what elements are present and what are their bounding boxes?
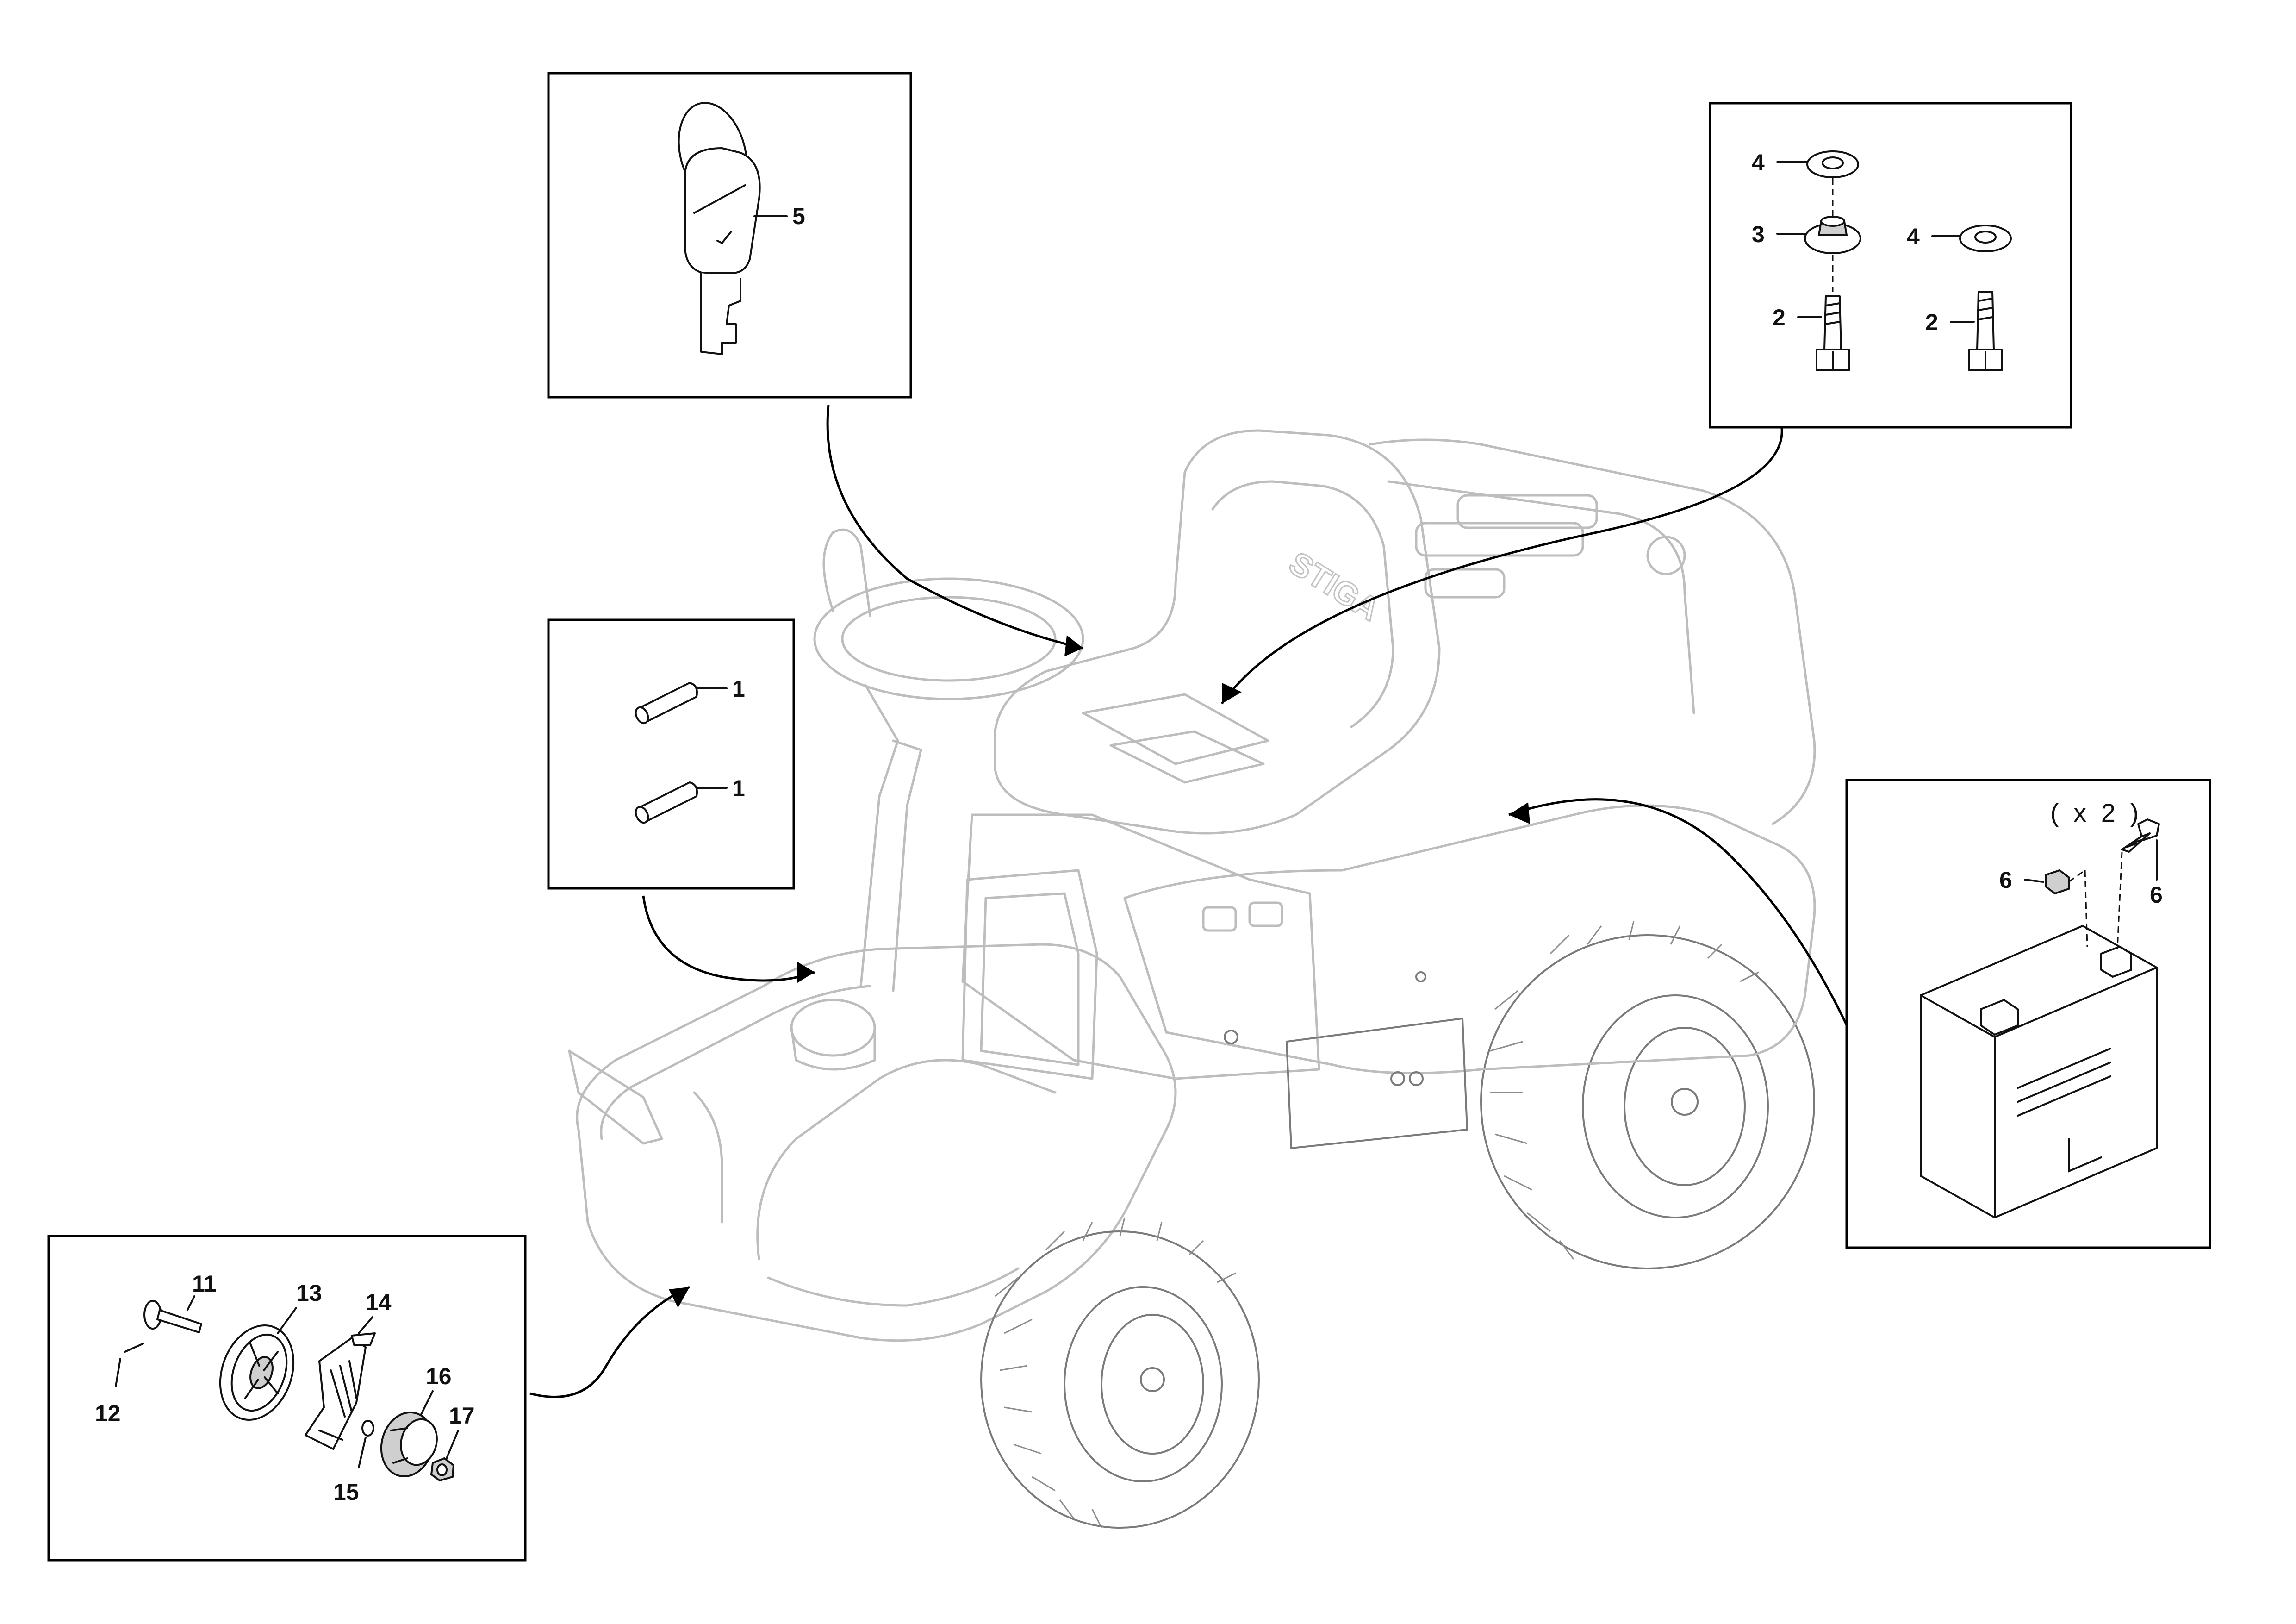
- callout-6-left: 6: [1999, 867, 2012, 893]
- callout-1-upper: 1: [732, 676, 745, 702]
- battery-icon: [1920, 925, 2158, 1218]
- washer-icon: [1959, 225, 2012, 252]
- callout-5: 5: [792, 203, 805, 229]
- bolt-icon: [1816, 295, 1850, 371]
- callout-3: 3: [1752, 221, 1765, 247]
- callout-4-left: 4: [1752, 150, 1765, 175]
- pin-icon: [635, 682, 698, 725]
- riding-mower-illustration: STIGA: [568, 429, 1816, 1529]
- ignition-key-icon: [678, 102, 761, 355]
- wheel-assembly-detail-panel: 11 12 13 14 15: [47, 1235, 527, 1562]
- pins-detail-panel: 1 1: [547, 618, 795, 890]
- quantity-note: ( x 2 ): [2050, 798, 2142, 827]
- bolt-icon: [1968, 291, 2003, 371]
- hub-cap-icon: [380, 1411, 438, 1478]
- callout-17: 17: [449, 1403, 475, 1429]
- callout-6-right: 6: [2150, 882, 2163, 908]
- callout-13: 13: [296, 1280, 322, 1306]
- callout-1-lower: 1: [732, 775, 745, 801]
- ratchet-bracket-icon: [305, 1332, 376, 1450]
- cotter-pin-icon: [124, 1343, 144, 1353]
- battery-nut-icon: [2045, 869, 2070, 895]
- battery-bolt-icon: [2121, 818, 2160, 853]
- seat-fastener-detail-panel: 4 3 2 4 2: [1709, 102, 2072, 429]
- callout-2-right: 2: [1925, 309, 1938, 335]
- axle-bolt-icon: [143, 1300, 202, 1333]
- callout-12: 12: [95, 1400, 121, 1426]
- callout-15: 15: [333, 1479, 359, 1505]
- callout-16: 16: [426, 1363, 452, 1389]
- callout-2-left: 2: [1773, 305, 1786, 331]
- battery-detail-panel: ( x 2 ) 6 6: [1845, 779, 2211, 1249]
- key-detail-panel: 5: [547, 72, 912, 399]
- washer-icon: [1806, 150, 1859, 178]
- leader-arrows: [529, 405, 1853, 1398]
- callout-11: 11: [192, 1271, 217, 1297]
- spacer-bushing-icon: [1804, 216, 1861, 254]
- callout-14: 14: [366, 1289, 392, 1315]
- snap-ring-icon: [361, 1420, 374, 1437]
- wheel-nut-icon: [430, 1457, 455, 1482]
- callout-4-right: 4: [1907, 224, 1920, 250]
- pin-icon: [635, 781, 698, 824]
- pulley-wheel-icon: [219, 1324, 295, 1421]
